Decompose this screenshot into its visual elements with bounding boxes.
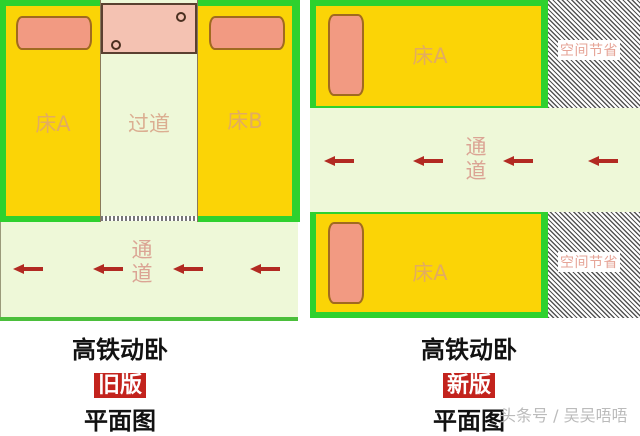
old-bed-b-label: 床B <box>227 109 263 133</box>
space-saved-bottom: 空间节省 <box>558 252 620 272</box>
new-passage <box>310 108 640 212</box>
left-arrow-icon <box>413 156 443 166</box>
pillow-icon <box>328 222 364 304</box>
left-arrow-icon <box>13 264 43 274</box>
door-knob-icon <box>176 12 186 22</box>
old-caption: 高铁动卧 旧版 平面图 <box>20 330 220 436</box>
space-saved-top: 空间节省 <box>558 40 620 60</box>
old-passage <box>0 222 298 318</box>
left-arrow-icon <box>250 264 280 274</box>
new-version-badge: 新版 <box>442 373 495 398</box>
pillow-icon <box>209 16 285 50</box>
old-caption-sub: 平面图 <box>84 407 156 435</box>
old-corridor-threshold <box>101 216 197 221</box>
watermark: 头条号 / 吴吴唔唔 <box>500 406 628 425</box>
old-version-badge: 旧版 <box>93 373 146 398</box>
old-plan: 床A 过道 床B 通 道 <box>0 0 302 322</box>
pillow-icon <box>16 16 92 50</box>
door-knob-icon <box>111 40 121 50</box>
new-passage-label: 通 道 <box>465 135 487 183</box>
left-arrow-icon <box>503 156 533 166</box>
old-bed-a-label: 床A <box>35 112 71 136</box>
left-arrow-icon <box>173 264 203 274</box>
new-caption-title: 高铁动卧 <box>421 336 517 364</box>
new-bottom-bed-label: 床A <box>412 261 448 285</box>
old-passage-bottom-wall <box>0 317 298 321</box>
pillow-icon <box>328 14 364 96</box>
old-corridor-label: 过道 <box>128 112 170 136</box>
left-arrow-icon <box>93 264 123 274</box>
new-plan: 床A 空间节省 通 道 床A 空间节省 <box>310 0 640 322</box>
left-arrow-icon <box>324 156 354 166</box>
left-arrow-icon <box>588 156 618 166</box>
old-passage-label: 通 道 <box>131 238 153 286</box>
old-caption-title: 高铁动卧 <box>72 336 168 364</box>
new-top-bed-label: 床A <box>412 44 448 68</box>
